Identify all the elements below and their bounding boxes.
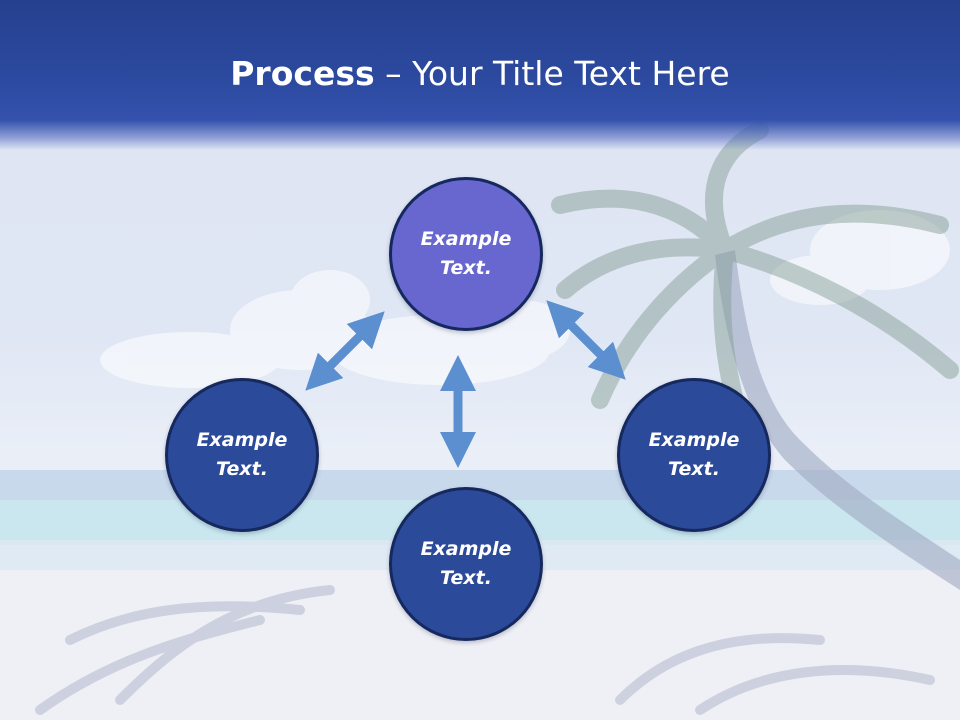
node-bottom-label: Example Text.: [420, 538, 512, 589]
node-left-label: Example Text.: [196, 429, 288, 480]
arrow-top-left: [305, 311, 385, 391]
title-bar: [0, 0, 960, 150]
slide-title: Process – Your Title Text Here: [0, 52, 960, 96]
node-left[interactable]: Example Text.: [165, 378, 319, 532]
node-top[interactable]: Example Text.: [389, 177, 543, 331]
title-rest-part: – Your Title Text Here: [374, 54, 730, 93]
node-right-label: Example Text.: [648, 429, 740, 480]
node-bottom[interactable]: Example Text.: [389, 487, 543, 641]
arrow-top-right: [546, 300, 626, 380]
title-bold-part: Process: [230, 54, 375, 93]
node-right[interactable]: Example Text.: [617, 378, 771, 532]
node-top-label: Example Text.: [420, 228, 512, 279]
